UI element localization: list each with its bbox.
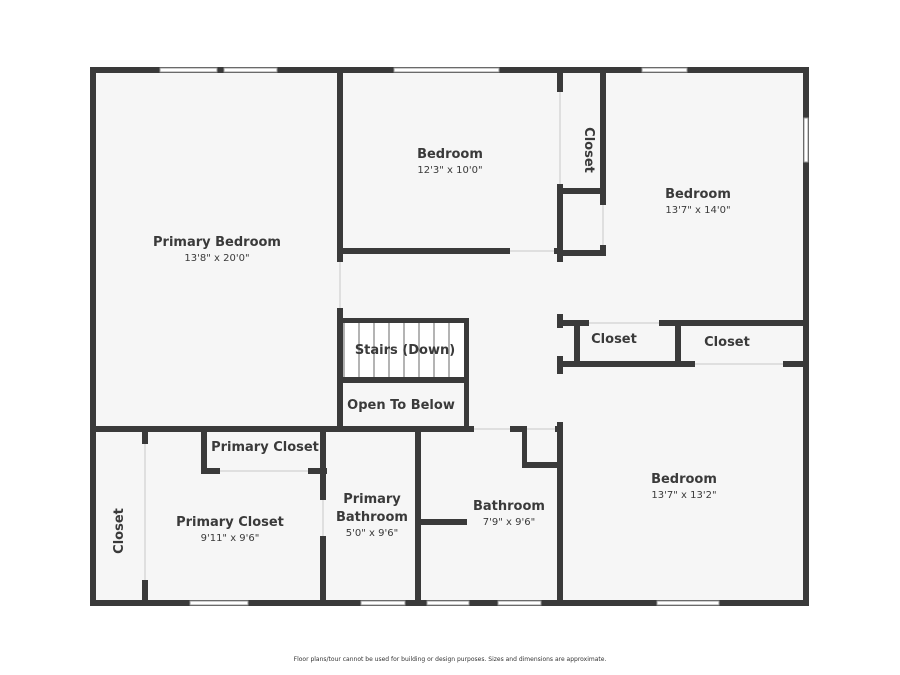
primary-closet-dims: 9'11" x 9'6" [201, 533, 260, 544]
windows [159, 67, 809, 606]
closet-mid-left-label: Closet [591, 332, 637, 347]
closet-mid-right-label: Closet [704, 335, 750, 350]
primary-bathroom-label-line1: Primary [343, 492, 401, 507]
primary-bedroom-dims: 13'8" x 20'0" [184, 253, 249, 264]
closet-left-label: Closet [112, 508, 127, 554]
bathroom-label: Bathroom [473, 499, 545, 514]
stair-treads [343, 321, 467, 379]
bedroom-right-label: Bedroom [665, 187, 731, 202]
primary-closet-small-label: Primary Closet [211, 440, 319, 455]
disclaimer-text: Floor plans/tour cannot be used for buil… [293, 656, 607, 663]
bedroom-right-dims: 13'7" x 14'0" [665, 205, 730, 216]
bedroom-top-dims: 12'3" x 10'0" [417, 165, 482, 176]
primary-bathroom-label-line2: Bathroom [336, 510, 408, 525]
closet-top-label: Closet [581, 127, 596, 173]
bedroom-bottom-dims: 13'7" x 13'2" [651, 490, 716, 501]
primary-bathroom-dims: 5'0" x 9'6" [346, 528, 398, 539]
door-lines [144, 92, 783, 580]
bathroom-dims: 7'9" x 9'6" [483, 517, 535, 528]
stairs-label: Stairs (Down) [355, 343, 455, 358]
bedroom-bottom-label: Bedroom [651, 472, 717, 487]
primary-bedroom-label: Primary Bedroom [153, 235, 281, 250]
open-to-below-label: Open To Below [347, 398, 455, 413]
primary-closet-label: Primary Closet [176, 515, 284, 530]
bedroom-top-label: Bedroom [417, 147, 483, 162]
